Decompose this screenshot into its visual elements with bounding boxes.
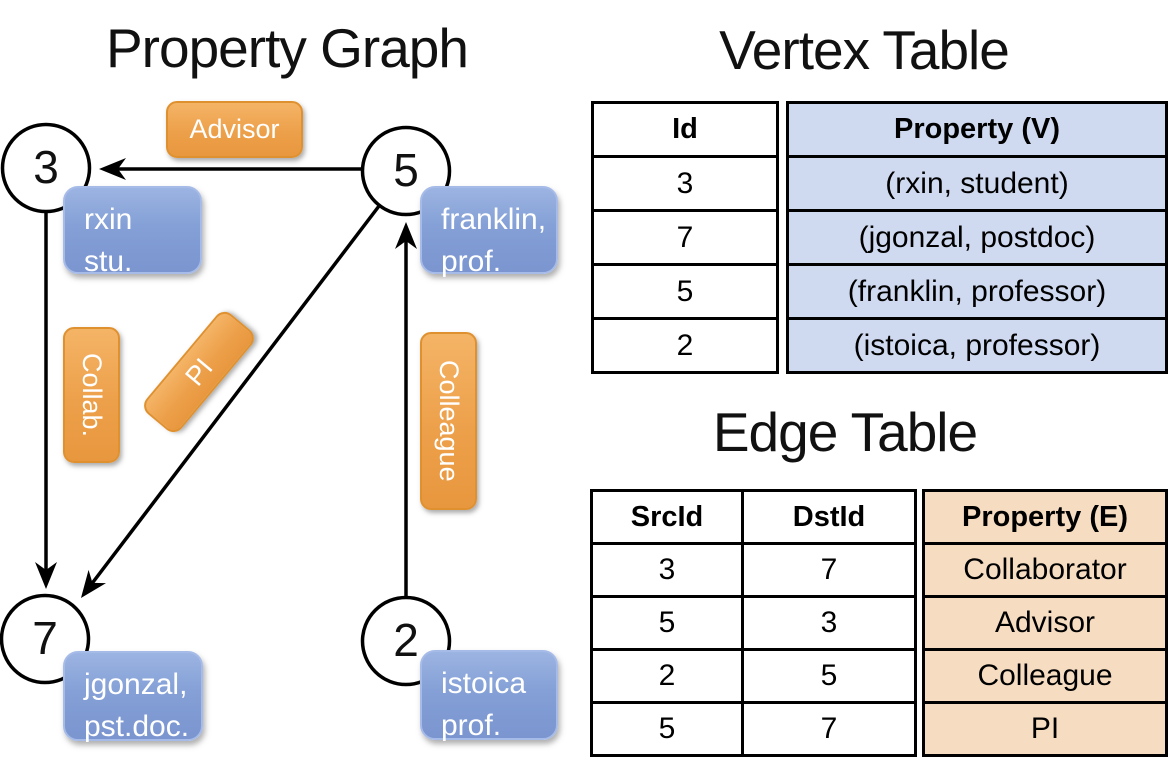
edge-table-srcid-cell: 5 <box>658 712 676 745</box>
edge-table-property-cell: Advisor <box>925 595 1165 648</box>
vertex-label-2-line2: prof. <box>441 709 502 742</box>
edge-table-srcid-cell: 5 <box>658 606 676 639</box>
edge-table-dstid-cell: 7 <box>741 704 914 754</box>
vertex-label-5-line1: franklin, <box>441 203 547 236</box>
edge-5-to-7-pi <box>80 204 381 598</box>
edge-table-dstid-cell: 7 <box>741 545 914 595</box>
edge-table-property-column: Property (E) Collaborator Advisor Collea… <box>922 489 1168 757</box>
edge-table-id-columns: SrcId DstId 3 7 5 3 2 5 5 7 <box>590 489 917 757</box>
vertex-table-id-cell: 3 <box>594 155 776 209</box>
edge-table-property-header: Property (E) <box>962 501 1128 533</box>
vertex-label-7-line1: jgonzal, <box>84 668 188 701</box>
vertex-label-2-line1: istoica <box>441 667 527 700</box>
vertex-table-id-header: Id <box>672 113 698 145</box>
edge-table-srcid-cell: 2 <box>658 659 676 692</box>
edge-label-advisor: Advisor <box>166 101 303 158</box>
edge-table-dstid-header: DstId <box>741 492 914 542</box>
vertex-table-property-cell: (franklin, professor) <box>789 263 1165 317</box>
edge-table-dstid-cell: 5 <box>741 651 914 701</box>
vertex-table-property-header: Property (V) <box>894 113 1060 145</box>
vertex-label-5-line2: prof. <box>441 245 502 278</box>
edge-table-property-cell: PI <box>925 701 1165 754</box>
vertex-id-5: 5 <box>393 144 419 196</box>
vertex-id-7: 7 <box>32 612 58 664</box>
edge-table-property-cell: Collaborator <box>925 542 1165 595</box>
vertex-id-3: 3 <box>33 141 59 193</box>
vertex-label-3-line2: stu. <box>84 245 133 278</box>
vertex-table-title: Vertex Table <box>719 19 1010 81</box>
edge-label-collab: Collab. <box>63 327 120 463</box>
vertex-table-property-cell: (istoica, professor) <box>789 317 1165 371</box>
vertex-label-7-line2: pst.doc. <box>84 710 190 743</box>
vertex-table-id-cell: 7 <box>594 209 776 263</box>
edge-table-property-cell: Colleague <box>925 648 1165 701</box>
edge-table-dstid-cell: 3 <box>741 598 914 648</box>
vertex-table-property-column: Property (V) (rxin, student) (jgonzal, p… <box>786 101 1168 374</box>
vertex-label-5: franklin, prof. <box>420 186 558 278</box>
vertex-label-2: istoica prof. <box>420 650 558 742</box>
edge-table-title: Edge Table <box>712 401 978 463</box>
edge-table-srcid-header: SrcId <box>630 501 704 533</box>
vertex-table-property-cell: (jgonzal, postdoc) <box>789 209 1165 263</box>
edge-label-colleague: Colleague <box>420 332 477 510</box>
vertex-label-7: jgonzal, pst.doc. <box>63 651 203 743</box>
vertex-id-2: 2 <box>393 614 419 666</box>
vertex-table-id-cell: 2 <box>594 317 776 371</box>
vertex-table-property-cell: (rxin, student) <box>789 155 1165 209</box>
property-graph-title: Property Graph <box>105 17 469 79</box>
vertex-label-3-line1: rxin <box>84 203 133 236</box>
vertex-table-id-cell: 5 <box>594 263 776 317</box>
vertex-table-id-column: Id 3 7 5 2 <box>591 101 779 374</box>
vertex-label-3: rxin stu. <box>63 186 202 278</box>
edge-table-srcid-cell: 3 <box>658 553 676 586</box>
